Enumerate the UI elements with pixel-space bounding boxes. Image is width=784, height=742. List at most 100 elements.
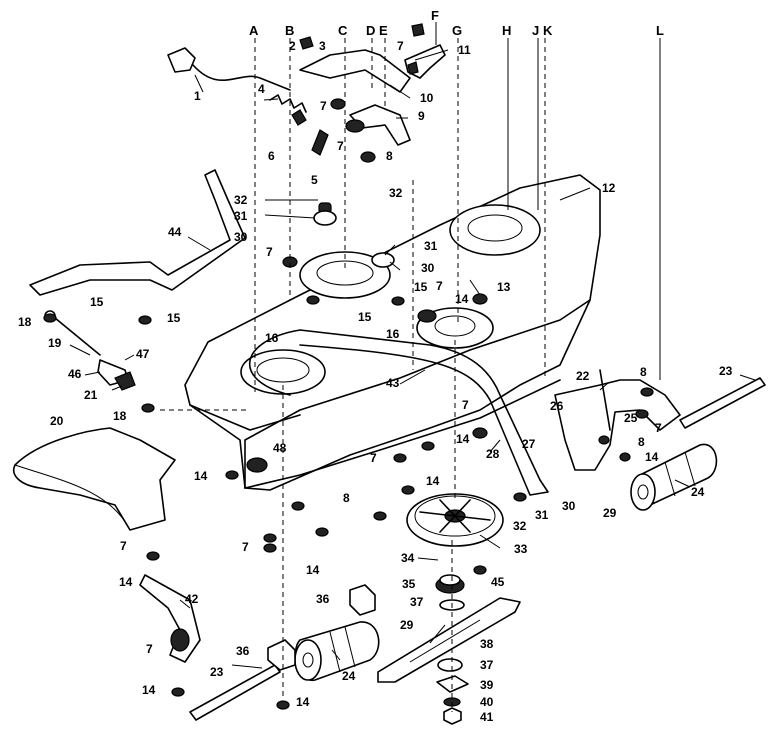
callout-37b: 37 <box>480 658 494 672</box>
callout-32a: 32 <box>234 193 248 207</box>
callout-30b: 30 <box>421 261 435 275</box>
callout-9: 9 <box>418 109 425 123</box>
callout-37a: 37 <box>410 595 424 609</box>
callout-7i: 7 <box>120 539 127 553</box>
callout-14h: 14 <box>296 695 310 709</box>
spindle-bearing-35 <box>435 574 465 594</box>
leader-lines <box>69 22 756 712</box>
callout-36a: 36 <box>316 592 330 606</box>
callout-27: 27 <box>522 437 536 451</box>
spindle-ring-center <box>299 251 391 299</box>
part-callouts: 1 2 3 4 5 6 7 7 7 7 7 7 7 7 7 7 7 8 8 8 … <box>18 39 733 724</box>
callout-34: 34 <box>401 551 415 565</box>
letter-k: K <box>543 23 553 38</box>
callout-40: 40 <box>480 695 494 709</box>
bracket-42 <box>139 574 201 663</box>
letter-labels: A B C D E F G H J K L <box>249 8 664 38</box>
callout-29b: 29 <box>400 618 414 632</box>
blade-shield-20 <box>13 427 176 531</box>
letter-b: B <box>285 23 294 38</box>
callout-18b: 18 <box>113 409 127 423</box>
callout-11: 11 <box>458 43 471 57</box>
callout-16a: 16 <box>265 331 279 345</box>
callout-15b: 15 <box>167 311 181 325</box>
callout-8d: 8 <box>638 435 645 449</box>
callout-42: 42 <box>185 592 199 606</box>
bracket-36-upper <box>349 584 376 616</box>
callout-18a: 18 <box>18 315 32 329</box>
letter-c: C <box>338 23 348 38</box>
callout-7d: 7 <box>266 245 273 259</box>
callout-31b: 31 <box>424 239 438 253</box>
callout-15d: 15 <box>414 280 428 294</box>
axle-rod-left <box>189 664 281 721</box>
callout-7b: 7 <box>337 139 344 153</box>
callout-7k: 7 <box>655 421 662 435</box>
callout-15a: 15 <box>90 295 104 309</box>
callout-45: 45 <box>491 575 505 589</box>
callout-7f: 7 <box>462 398 469 412</box>
blade-nut-41 <box>443 707 462 725</box>
callout-14d: 14 <box>194 469 208 483</box>
callout-22: 22 <box>576 369 590 383</box>
callout-31a: 31 <box>234 209 248 223</box>
callout-7c: 7 <box>397 39 404 53</box>
gauge-wheel-left <box>294 621 380 681</box>
callout-47: 47 <box>136 347 150 361</box>
callout-19: 19 <box>48 336 62 350</box>
letter-e: E <box>379 23 388 38</box>
callout-31c: 31 <box>535 508 549 522</box>
callout-35: 35 <box>402 577 416 591</box>
callout-28: 28 <box>486 447 500 461</box>
callout-8c: 8 <box>640 365 647 379</box>
letter-d: D <box>366 23 375 38</box>
callout-6: 6 <box>268 149 275 163</box>
callout-41: 41 <box>480 710 494 724</box>
callout-44: 44 <box>168 225 182 239</box>
callout-38: 38 <box>480 637 494 651</box>
callout-14a: 14 <box>455 292 469 306</box>
callout-36b: 36 <box>236 644 250 658</box>
callout-14i: 14 <box>645 450 659 464</box>
callout-32c: 32 <box>513 519 527 533</box>
callout-24b: 24 <box>342 669 356 683</box>
callout-48: 48 <box>273 441 287 455</box>
hardware-bolts <box>43 23 654 710</box>
washer-37-lower <box>437 658 463 672</box>
callout-8a: 8 <box>386 149 393 163</box>
callout-12: 12 <box>602 181 616 195</box>
bracket-11 <box>404 44 446 79</box>
callout-7a: 7 <box>320 99 327 113</box>
gauge-wheel-right <box>630 443 718 511</box>
callout-4: 4 <box>258 82 265 96</box>
callout-7g: 7 <box>370 451 377 465</box>
callout-15c: 15 <box>358 310 372 324</box>
callout-32b: 32 <box>389 186 403 200</box>
callout-30a: 30 <box>234 230 248 244</box>
callout-20: 20 <box>50 414 64 428</box>
letter-g: G <box>452 23 462 38</box>
callout-13: 13 <box>497 280 511 294</box>
callout-46: 46 <box>68 367 82 381</box>
callout-30c: 30 <box>562 499 576 513</box>
letter-a: A <box>249 23 259 38</box>
drive-belt <box>248 329 549 496</box>
axle-rod-right <box>679 377 766 429</box>
callout-5: 5 <box>311 173 318 187</box>
callout-7j: 7 <box>146 642 153 656</box>
wire-harness-1 <box>167 47 291 91</box>
callout-14g: 14 <box>142 683 156 697</box>
lever-46 <box>97 359 136 391</box>
callout-7h: 7 <box>242 540 249 554</box>
idler-arm-10 <box>299 49 411 93</box>
hanger-bracket-44 <box>29 169 246 296</box>
callout-39: 39 <box>480 678 494 692</box>
letter-j: J <box>532 23 539 38</box>
letter-h: H <box>502 23 511 38</box>
callout-14f: 14 <box>119 575 133 589</box>
callout-23b: 23 <box>210 665 224 679</box>
mower-blade-38 <box>377 597 521 683</box>
callout-7e: 7 <box>436 279 443 293</box>
callout-29a: 29 <box>603 506 617 520</box>
